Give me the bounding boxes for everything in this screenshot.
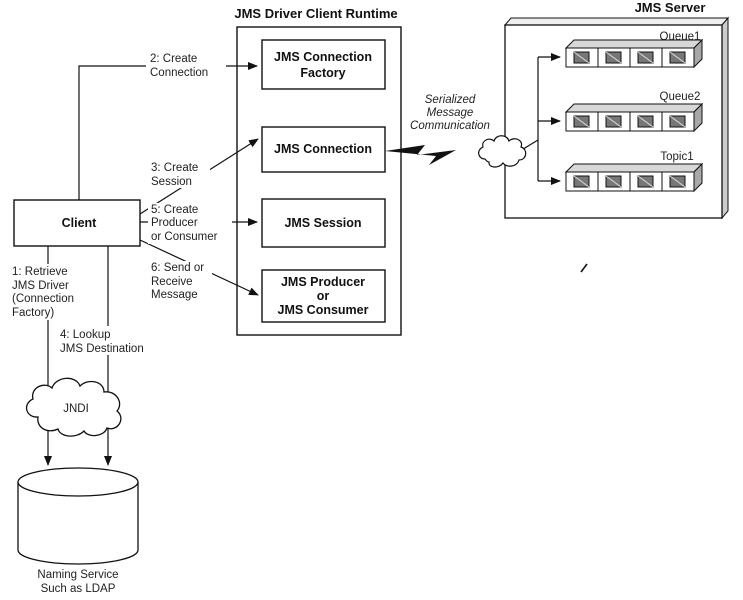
producer-label-3: JMS Consumer — [278, 303, 369, 317]
connection-factory-label-2: Factory — [300, 66, 345, 80]
step3-label-bg — [148, 159, 210, 188]
queue2-label: Queue2 — [660, 91, 701, 103]
connection-factory-label-1: JMS Connection — [274, 50, 372, 64]
serialized-label-1: Serialized — [425, 94, 476, 106]
step1-label-3: (Connection — [12, 293, 74, 305]
jndi-label: JNDI — [63, 403, 89, 415]
step4-label-2: JMS Destination — [60, 343, 144, 355]
topic1-destination — [564, 162, 704, 193]
producer-label-1: JMS Producer — [281, 275, 365, 289]
step6-label-bg — [148, 261, 212, 301]
runtime-title: JMS Driver Client Runtime — [234, 6, 397, 21]
serialized-label-3: Communication — [410, 120, 490, 132]
session-label: JMS Session — [284, 216, 361, 230]
step2-label-2: Connection — [150, 67, 208, 79]
jndi-cloud-icon — [25, 377, 122, 437]
connection-factory-box — [261, 39, 386, 90]
connection-box — [261, 126, 386, 173]
step1-label-1: 1: Retrieve — [12, 266, 68, 278]
naming-service-label-2: Such as LDAP — [41, 583, 116, 595]
serialized-label-2: Message — [427, 107, 474, 119]
step1-label-2: JMS Driver — [12, 280, 69, 292]
step3-label-1: 3: Create — [151, 162, 198, 174]
topic1-label: Topic1 — [660, 151, 693, 163]
naming-service-label-1: Naming Service — [37, 569, 118, 581]
step1-label-bg — [10, 264, 82, 320]
step6-label-2: Receive — [151, 276, 193, 288]
step4-label-bg — [56, 326, 164, 355]
network-cloud-icon — [478, 135, 527, 168]
step5-label-2: Producer — [151, 217, 198, 229]
producer-label-2: or — [317, 289, 330, 303]
step4-label-1: 4: Lookup — [60, 329, 111, 341]
queue2-destination — [564, 102, 704, 133]
step5-label-3: or Consumer — [151, 231, 218, 243]
client-box — [13, 199, 141, 247]
step2-label-bg — [146, 52, 226, 80]
producer-consumer-box — [261, 269, 386, 323]
step1-label-4: Factory) — [12, 307, 54, 319]
step2-label-1: 2: Create — [150, 53, 197, 65]
naming-service-database-icon — [17, 467, 139, 565]
server-title: JMS Server — [635, 0, 706, 15]
step5-label-1: 5: Create — [151, 204, 198, 216]
client-label: Client — [62, 216, 98, 230]
connection-label: JMS Connection — [274, 142, 372, 156]
lightning-bolt-icon — [385, 145, 456, 165]
queue1-destination — [564, 38, 704, 69]
step6-label-1: 6: Send or — [151, 262, 204, 274]
step3-label-2: Session — [151, 176, 192, 188]
step6-label-3: Message — [151, 289, 198, 301]
step5-label-bg — [148, 203, 232, 244]
runtime-container — [236, 26, 402, 336]
pen-mark-icon — [580, 263, 588, 273]
session-box — [261, 198, 386, 248]
